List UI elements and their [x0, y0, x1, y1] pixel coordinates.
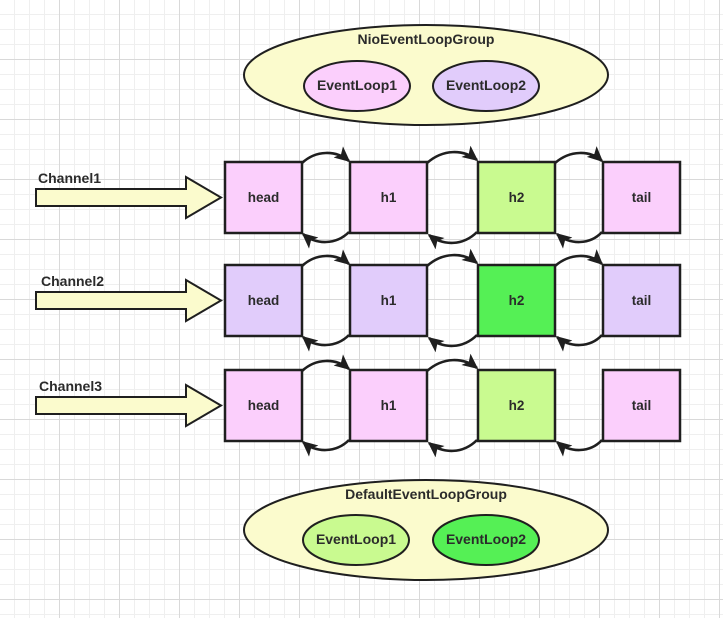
link-forward-head-h1: [301, 354, 351, 372]
link-forward-head-h1: [301, 146, 351, 164]
pipeline-channel-3: [223, 353, 682, 458]
link-backward-h1-head: [301, 231, 350, 249]
eventloop-ellipse-default-2[interactable]: [432, 514, 540, 566]
link-forward-head-h1: [301, 249, 351, 267]
channel-label-channel-1: Channel1: [38, 170, 102, 186]
handler-box-head[interactable]: [223, 263, 304, 338]
link-forward-h1-h2: [426, 248, 479, 268]
handler-box-head[interactable]: [223, 368, 304, 443]
channel-label-channel-3: Channel3: [39, 378, 103, 394]
group-nio-event-loop-group[interactable]: [243, 24, 609, 126]
handler-box-h2[interactable]: [476, 160, 557, 235]
eventloop-ellipse-default-1[interactable]: [302, 514, 410, 566]
eventloop-ellipse-nio-1[interactable]: [303, 60, 411, 112]
pipeline-channel-1: [223, 145, 682, 250]
handler-box-h2[interactable]: [476, 368, 557, 443]
link-backward-h1-head: [301, 439, 350, 457]
link-backward-tail-h2: [555, 231, 603, 249]
link-backward-h2-h1: [427, 231, 478, 250]
link-backward-h1-head: [301, 334, 350, 352]
channel-arrow-channel-2: [35, 278, 223, 323]
link-forward-h2-tail: [554, 249, 604, 268]
group-default-event-loop-group[interactable]: [243, 479, 609, 581]
handler-box-h2[interactable]: [476, 263, 557, 338]
link-backward-tail-h2: [555, 334, 603, 352]
group-ellipse-outer: [243, 479, 609, 581]
link-forward-h2-tail: [554, 146, 604, 165]
link-backward-h2-h1: [427, 334, 478, 353]
link-backward-h2-h1: [427, 439, 478, 458]
channel-label-channel-2: Channel2: [41, 273, 105, 289]
link-forward-h1-h2: [426, 145, 479, 165]
pipeline-channel-2: [223, 248, 682, 353]
handler-box-h1[interactable]: [348, 160, 429, 235]
handler-box-h1[interactable]: [348, 368, 429, 443]
channel-arrow-channel-1: [35, 175, 223, 220]
eventloop-ellipse-nio-2[interactable]: [432, 60, 540, 112]
handler-box-tail[interactable]: [601, 368, 682, 443]
handler-box-head[interactable]: [223, 160, 304, 235]
group-ellipse-outer: [243, 24, 609, 126]
link-backward-tail-h2: [555, 439, 603, 457]
channel-arrow-channel-3: [35, 383, 223, 428]
handler-box-tail[interactable]: [601, 263, 682, 338]
handler-box-tail[interactable]: [601, 160, 682, 235]
link-forward-h1-h2: [426, 353, 479, 373]
handler-box-h1[interactable]: [348, 263, 429, 338]
